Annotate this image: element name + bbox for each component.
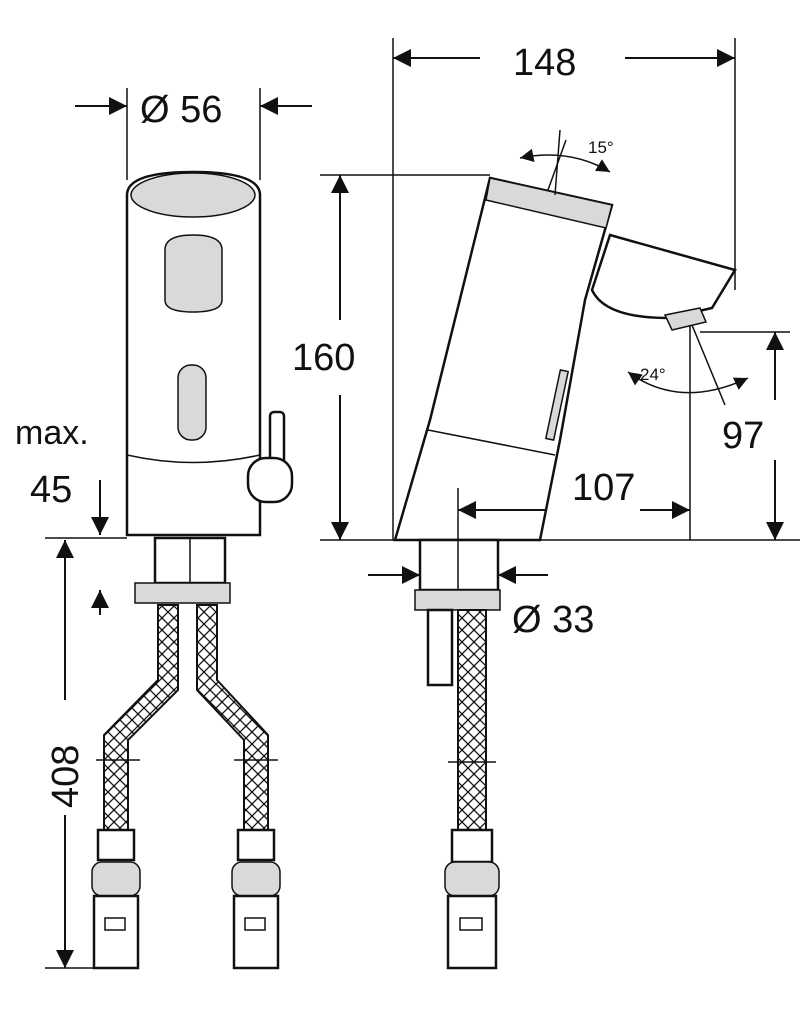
label-height-160: 160: [292, 337, 355, 379]
front-view: [45, 88, 312, 970]
side-view: [320, 38, 800, 970]
lever-side: [544, 369, 570, 441]
label-diameter-56: Ø 56: [140, 89, 222, 131]
aerator: [663, 307, 708, 331]
top-cap-side: [485, 177, 613, 229]
connector: [92, 894, 140, 970]
faucet-body-front: [125, 170, 262, 537]
sensor-window: [164, 234, 223, 313]
body-seam: [427, 429, 556, 456]
shank-fittings: [418, 538, 500, 592]
hex-nut: [231, 861, 281, 897]
label-height-97: 97: [722, 415, 764, 457]
label-max: max.: [15, 414, 89, 452]
connector: [446, 894, 498, 970]
top-cap: [130, 172, 256, 218]
hose-ferrule: [236, 828, 276, 862]
hose-side: [457, 609, 487, 831]
angle-arc-15: [519, 148, 611, 173]
hose-right: [196, 604, 269, 831]
lever-knob: [246, 456, 294, 504]
label-angle-24: 24°: [640, 365, 666, 384]
body-seam: [126, 454, 261, 464]
mounting-plate: [414, 589, 501, 611]
label-angle-15: 15°: [588, 138, 614, 157]
label-reach-107: 107: [572, 467, 635, 509]
hose-left: [103, 604, 179, 831]
threaded-rod: [426, 608, 454, 687]
label-diameter-33: Ø 33: [512, 599, 594, 641]
hex-nut: [444, 861, 500, 897]
mounting-plate: [134, 582, 231, 604]
hose-ferrule: [96, 828, 136, 862]
indicator-slot: [177, 364, 207, 441]
angle-arc-24: [627, 371, 749, 394]
spout: [590, 233, 737, 320]
label-length-148: 148: [513, 42, 576, 84]
hose-ferrule: [450, 828, 494, 864]
connector: [232, 894, 280, 970]
label-hose-408: 408: [45, 745, 87, 808]
hex-nut: [91, 861, 141, 897]
label-max-45: 45: [30, 469, 72, 511]
